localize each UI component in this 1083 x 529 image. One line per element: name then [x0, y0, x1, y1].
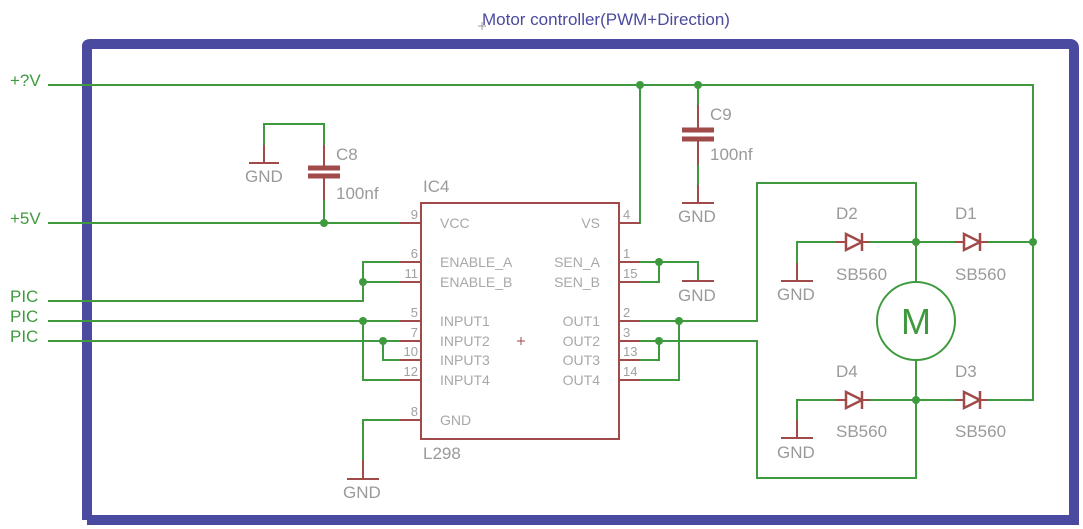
wire-sen-b: [640, 262, 660, 283]
diode-d3: [955, 389, 988, 411]
pin-num: 2: [623, 305, 630, 320]
pin-num: 14: [623, 364, 637, 379]
pin-name: OUT3: [563, 352, 601, 368]
wire-ic-gnd: [362, 419, 400, 460]
c9-value: 100nf: [710, 145, 753, 164]
diode-d4: [836, 389, 870, 411]
pin-name: VCC: [440, 215, 470, 231]
gnd-label: GND: [678, 286, 716, 305]
junction: [1029, 238, 1037, 246]
pin-num: 12: [404, 364, 418, 379]
pin-num: 4: [623, 207, 630, 222]
pin-num: 15: [623, 266, 637, 281]
c8-ref: C8: [336, 145, 358, 164]
pin-num: 5: [411, 305, 418, 320]
d3-ref: D3: [955, 362, 977, 381]
pin-name: ENABLE_B: [440, 274, 512, 290]
wire-vs: [620, 85, 641, 224]
junction: [636, 81, 644, 89]
net-label-pic-3: PIC: [10, 327, 38, 346]
wire-d2-gnd: [796, 241, 836, 281]
ic4-value: L298: [423, 444, 461, 463]
c9-ref: C9: [710, 105, 732, 124]
pin-name: INPUT1: [440, 313, 490, 329]
c8-value: 100nf: [336, 184, 379, 203]
junction: [655, 337, 663, 345]
pin-num: 1: [623, 246, 630, 261]
pin-name: VS: [581, 215, 600, 231]
pin-name: ENABLE_A: [440, 254, 513, 270]
gnd-label: GND: [678, 207, 716, 226]
pin-num: 13: [623, 344, 637, 359]
pin-num: 7: [411, 325, 418, 340]
diode-d2: [836, 231, 870, 253]
pin-num: 11: [405, 266, 419, 281]
wire-out3: [640, 341, 660, 361]
diode-d1: [955, 231, 988, 253]
junction: [675, 317, 683, 325]
net-label-pic-2: PIC: [10, 307, 38, 326]
motor-label: M: [901, 301, 931, 342]
wire-out1: [640, 182, 917, 322]
pin-name: INPUT4: [440, 372, 490, 388]
gnd-label: GND: [777, 443, 815, 462]
gnd-label: GND: [343, 483, 381, 502]
wire-c8-gnd: [263, 123, 325, 145]
pin-name: GND: [440, 412, 471, 428]
pin-name: SEN_B: [554, 274, 600, 290]
pin-num: 8: [411, 404, 418, 419]
junction: [379, 337, 387, 345]
junction: [912, 396, 920, 404]
gnd-label: GND: [245, 167, 283, 186]
gnd-label: GND: [777, 285, 815, 304]
d3-value: SB560: [955, 422, 1006, 441]
junction: [359, 317, 367, 325]
d2-ref: D2: [836, 204, 858, 223]
pin-name: OUT4: [563, 372, 601, 388]
d4-ref: D4: [836, 362, 858, 381]
pin-name: OUT2: [563, 333, 601, 349]
net-label-vmotor: +?V: [10, 71, 41, 90]
ic4-ref: IC4: [423, 177, 449, 196]
pin-name: SEN_A: [554, 254, 601, 270]
wire-pic-enable: [48, 261, 400, 302]
d1-ref: D1: [955, 204, 977, 223]
wire-out2: [640, 340, 917, 479]
wire-d4-gnd: [796, 399, 836, 438]
wire-in3: [382, 341, 400, 361]
net-label-pic-1: PIC: [10, 287, 38, 306]
pin-num: 3: [623, 325, 630, 340]
junction: [655, 258, 663, 266]
sheet-frame: [82, 39, 1079, 525]
pin-name: INPUT2: [440, 333, 490, 349]
d1-value: SB560: [955, 265, 1006, 284]
pin-num: 9: [411, 207, 418, 222]
junction: [359, 278, 367, 286]
d4-value: SB560: [836, 422, 887, 441]
d2-value: SB560: [836, 265, 887, 284]
pin-num: 6: [411, 246, 418, 261]
pin-name: INPUT3: [440, 352, 490, 368]
pin-num: 10: [404, 344, 418, 359]
pin-name: OUT1: [563, 313, 601, 329]
sheet-title: Motor controller(PWM+Direction): [482, 10, 730, 29]
wire-sen: [640, 261, 699, 281]
wire-in4: [362, 321, 400, 381]
net-label-5v: +5V: [10, 209, 41, 228]
